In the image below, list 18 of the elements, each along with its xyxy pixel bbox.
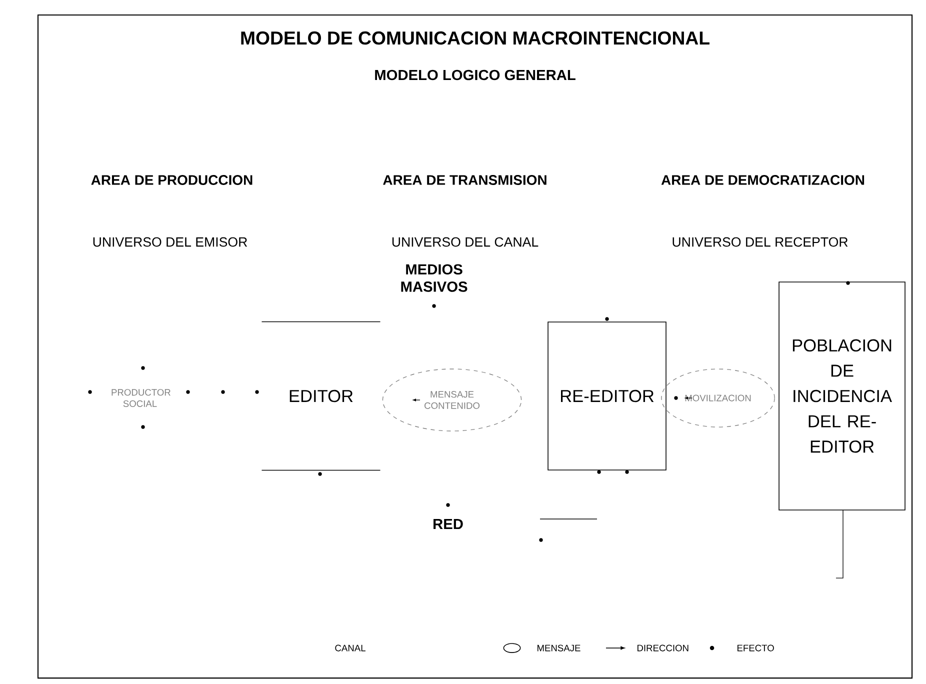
area-heading: AREA DE PRODUCCION [91,175,252,185]
node-label: MEDIOS MASIVOS [401,264,468,292]
process-box: EDITOR [261,321,381,471]
legend-entry: MENSAJE [503,643,580,653]
node-label: RED [434,518,463,530]
legend-entry: DIRECCION [606,644,688,652]
universe-label: UNIVERSO DEL CANAL [392,237,538,247]
universe-label: UNIVERSO DEL EMISOR [93,237,248,247]
area-heading: AREA DE DEMOCRATIZACION [661,175,864,185]
area-heading: AREA DE TRANSMISION [383,175,546,185]
universe-label: UNIVERSO DEL RECEPTOR [672,237,848,247]
node-label: PRODUCTOR SOCIAL [112,389,170,407]
title: MODELO DE COMUNICACION MACROINTENCIONAL [241,31,710,45]
legend-entry: CANAL [335,644,366,652]
process-box: POBLACION DE INCIDENCIA DEL RE-EDITOR [778,282,906,510]
legend-entry: EFECTO [710,644,774,652]
process-box: RE-EDITOR [548,322,666,470]
subtitle: MODELO LOGICO GENERAL [375,70,576,80]
